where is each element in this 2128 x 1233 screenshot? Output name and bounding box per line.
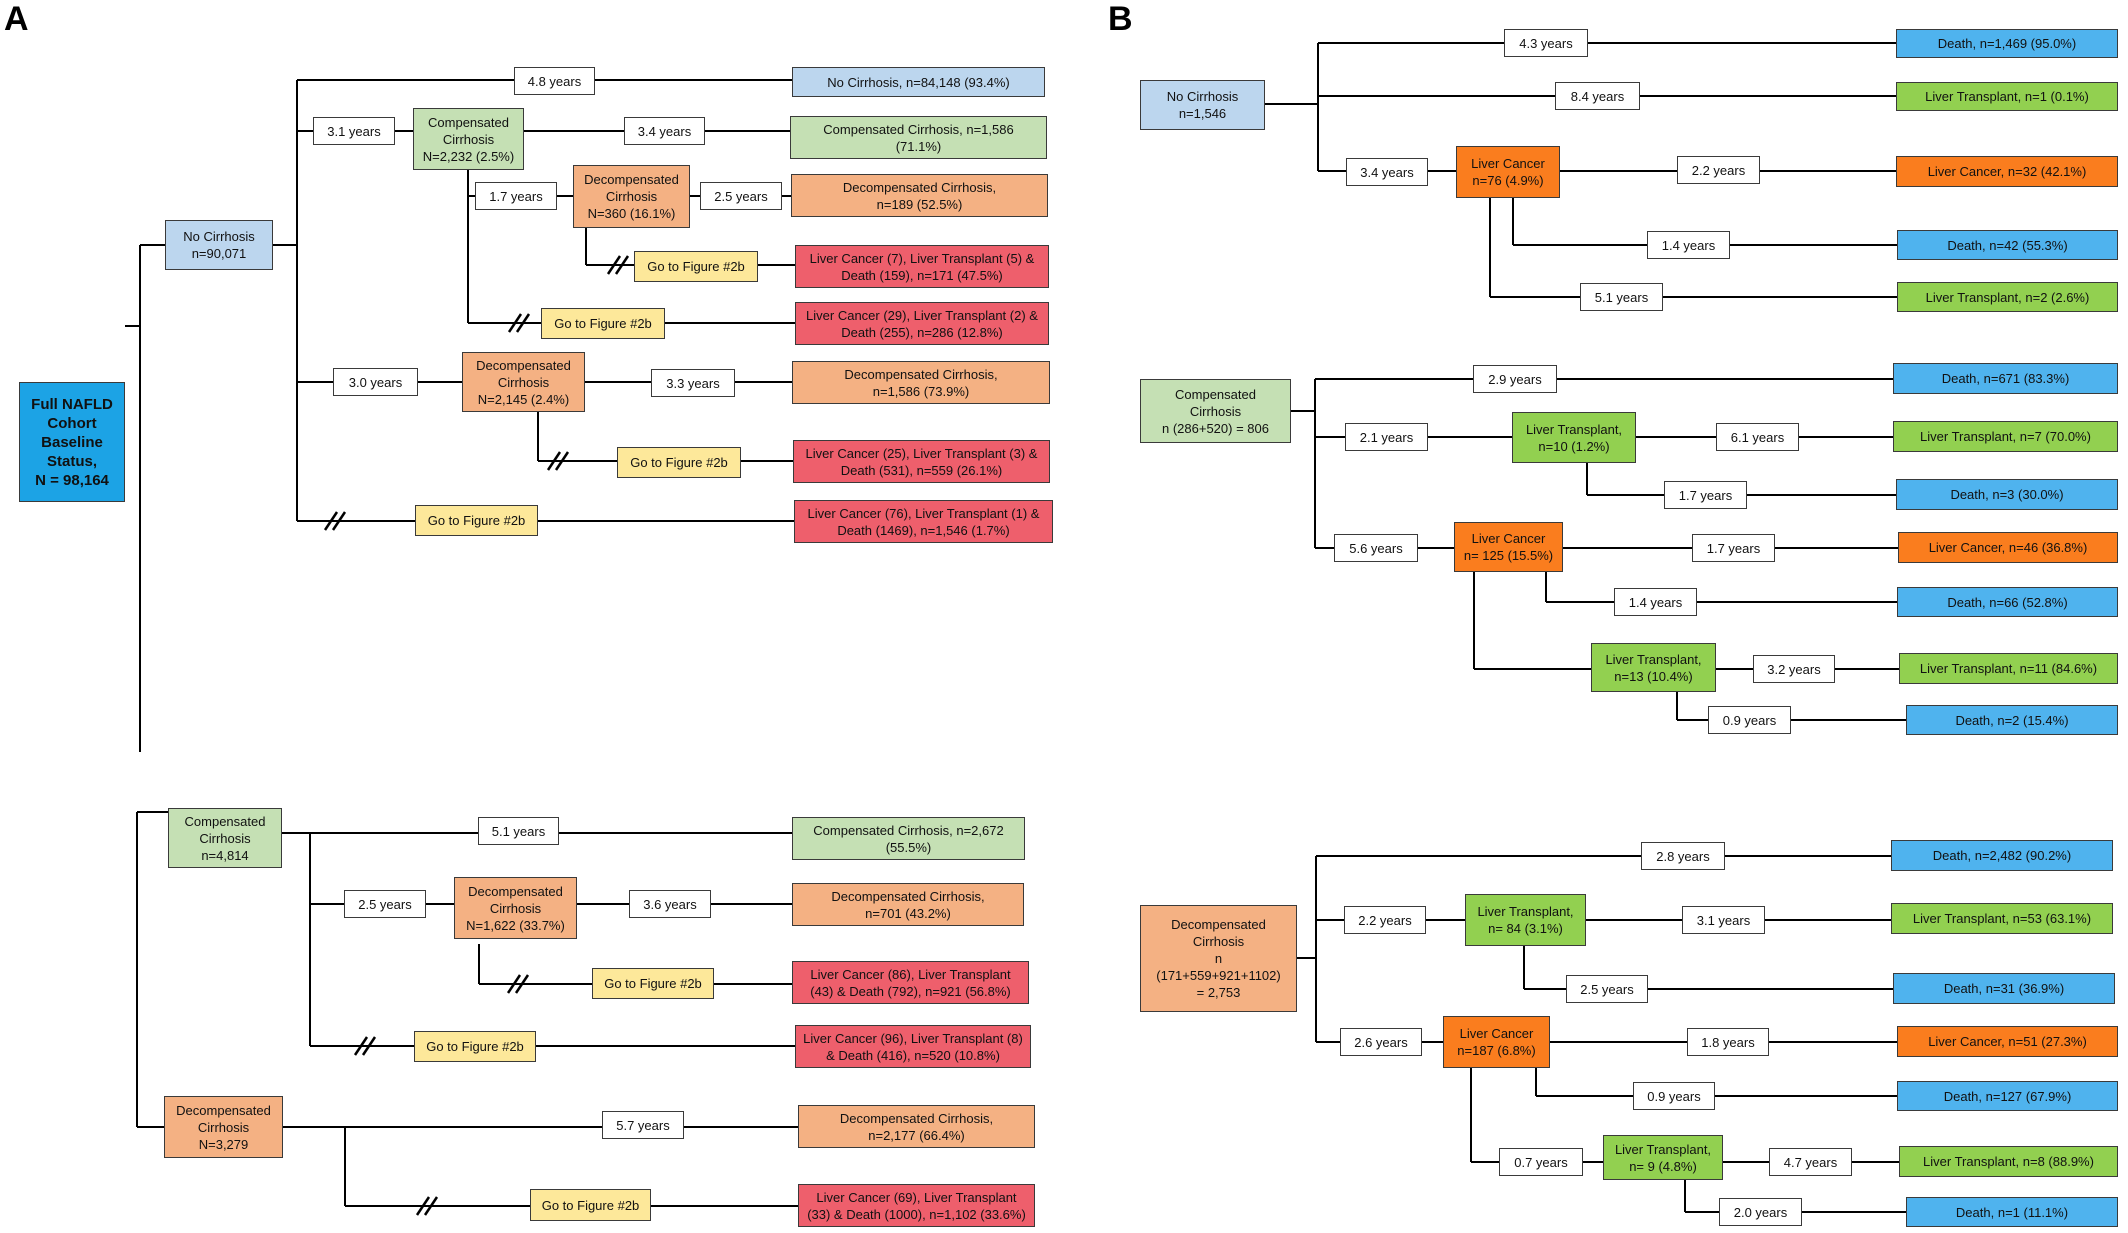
duration-label: 3.6 years <box>629 890 711 918</box>
duration-label: 5.6 years <box>1334 534 1418 562</box>
decompensated-cirrhosis-box: Decompensated Cirrhosis N=360 (16.1%) <box>573 165 690 228</box>
duration-label: 2.8 years <box>1641 842 1725 870</box>
duration-label: 2.5 years <box>344 890 426 918</box>
outcome-box: Decompensated Cirrhosis, n=1,586 (73.9%) <box>792 361 1050 404</box>
duration-label: 1.4 years <box>1647 231 1730 259</box>
no-cirrhosis-box: No Cirrhosis n=1,546 <box>1140 80 1265 130</box>
duration-label: 4.8 years <box>514 67 595 95</box>
outcome-box: No Cirrhosis, n=84,148 (93.4%) <box>792 67 1045 97</box>
outcome-box: Liver Transplant, n=53 (63.1%) <box>1891 903 2113 934</box>
duration-label: 3.3 years <box>651 369 735 397</box>
liver-transplant-box: Liver Transplant, n=13 (10.4%) <box>1591 643 1716 692</box>
duration-label: 3.4 years <box>1346 158 1428 186</box>
outcome-box: Death, n=31 (36.9%) <box>1893 973 2115 1004</box>
compensated-cirrhosis-box: Compensated Cirrhosis N=2,232 (2.5%) <box>413 108 524 170</box>
duration-label: 1.7 years <box>1664 481 1747 509</box>
decompensated-cirrhosis-box: Decompensated Cirrhosis n (171+559+921+1… <box>1140 905 1297 1012</box>
decompensated-cirrhosis-box: Decompensated Cirrhosis N=2,145 (2.4%) <box>462 352 585 412</box>
panel-a-label: A <box>4 0 29 38</box>
decompensated-cirrhosis-box: Decompensated Cirrhosis N=3,279 <box>164 1096 283 1158</box>
outcome-box: Decompensated Cirrhosis, n=701 (43.2%) <box>792 883 1024 926</box>
duration-label: 3.0 years <box>333 368 418 396</box>
duration-label: 5.1 years <box>1580 283 1663 311</box>
outcome-box: Liver Transplant, n=8 (88.9%) <box>1899 1146 2118 1177</box>
duration-label: 2.5 years <box>700 182 782 210</box>
outcome-box: Death, n=1,469 (95.0%) <box>1896 29 2118 58</box>
outcome-box: Death, n=2 (15.4%) <box>1906 705 2118 735</box>
break-marks <box>323 255 630 1216</box>
duration-label: 6.1 years <box>1716 423 1799 451</box>
outcome-box: Compensated Cirrhosis, n=1,586 (71.1%) <box>790 116 1047 159</box>
duration-label: 5.1 years <box>478 817 559 845</box>
liver-cancer-box: Liver Cancer n=187 (6.8%) <box>1443 1016 1550 1068</box>
outcome-box: Liver Transplant, n=1 (0.1%) <box>1896 82 2118 111</box>
outcome-box: Death, n=3 (30.0%) <box>1896 479 2118 510</box>
duration-label: 3.4 years <box>624 117 705 145</box>
outcome-box: Liver Cancer, n=51 (27.3%) <box>1897 1026 2118 1057</box>
liver-transplant-box: Liver Transplant, n= 9 (4.8%) <box>1603 1135 1723 1180</box>
outcome-box: Compensated Cirrhosis, n=2,672 (55.5%) <box>792 817 1025 860</box>
outcome-box: Liver Cancer (86), Liver Transplant (43)… <box>792 961 1029 1004</box>
duration-label: 0.9 years <box>1708 706 1791 734</box>
outcome-box: Liver Transplant, n=2 (2.6%) <box>1897 282 2118 312</box>
duration-label: 2.9 years <box>1473 365 1557 393</box>
outcome-box: Liver Cancer, n=32 (42.1%) <box>1896 156 2118 187</box>
duration-label: 1.8 years <box>1687 1028 1769 1056</box>
duration-label: 2.5 years <box>1566 975 1648 1003</box>
outcome-box: Liver Cancer (25), Liver Transplant (3) … <box>793 440 1050 483</box>
compensated-cirrhosis-box: Compensated Cirrhosis n=4,814 <box>168 808 282 868</box>
go-to-figure-2b-box: Go to Figure #2b <box>530 1189 651 1221</box>
compensated-cirrhosis-box: Compensated Cirrhosis n (286+520) = 806 <box>1140 379 1291 443</box>
duration-label: 0.7 years <box>1499 1148 1583 1176</box>
duration-label: 3.2 years <box>1753 655 1835 683</box>
panel-b-label: B <box>1108 0 1133 38</box>
outcome-box: Death, n=2,482 (90.2%) <box>1891 840 2113 871</box>
duration-label: 2.2 years <box>1677 156 1760 184</box>
duration-label: 4.7 years <box>1769 1148 1852 1176</box>
duration-label: 8.4 years <box>1555 82 1640 110</box>
outcome-box: Death, n=42 (55.3%) <box>1897 230 2118 260</box>
go-to-figure-2b-box: Go to Figure #2b <box>415 505 538 536</box>
go-to-figure-2b-box: Go to Figure #2b <box>617 447 741 478</box>
duration-label: 1.7 years <box>1692 534 1775 562</box>
duration-label: 2.1 years <box>1345 423 1428 451</box>
no-cirrhosis-box: No Cirrhosis n=90,071 <box>165 220 273 270</box>
outcome-box: Decompensated Cirrhosis, n=2,177 (66.4%) <box>798 1105 1035 1148</box>
outcome-box: Liver Transplant, n=7 (70.0%) <box>1893 421 2118 452</box>
duration-label: 3.1 years <box>1682 906 1765 934</box>
duration-label: 3.1 years <box>313 117 395 145</box>
decompensated-cirrhosis-box: Decompensated Cirrhosis N=1,622 (33.7%) <box>454 877 577 939</box>
duration-label: 4.3 years <box>1504 29 1588 57</box>
go-to-figure-2b-box: Go to Figure #2b <box>541 308 665 339</box>
outcome-box: Liver Cancer (76), Liver Transplant (1) … <box>794 500 1053 543</box>
duration-label: 2.6 years <box>1340 1028 1422 1056</box>
outcome-box: Liver Transplant, n=11 (84.6%) <box>1899 653 2118 684</box>
go-to-figure-2b-box: Go to Figure #2b <box>592 968 714 999</box>
go-to-figure-2b-box: Go to Figure #2b <box>414 1031 536 1062</box>
root-cohort-box: Full NAFLD Cohort Baseline Status, N = 9… <box>19 382 125 502</box>
outcome-box: Death, n=671 (83.3%) <box>1893 363 2118 394</box>
outcome-box: Liver Cancer, n=46 (36.8%) <box>1898 532 2118 563</box>
outcome-box: Liver Cancer (7), Liver Transplant (5) &… <box>795 245 1049 288</box>
duration-label: 5.7 years <box>602 1111 684 1139</box>
duration-label: 0.9 years <box>1633 1082 1715 1110</box>
outcome-box: Death, n=127 (67.9%) <box>1897 1081 2118 1111</box>
outcome-box: Liver Cancer (29), Liver Transplant (2) … <box>795 302 1049 345</box>
outcome-box: Death, n=1 (11.1%) <box>1906 1197 2118 1227</box>
duration-label: 1.4 years <box>1614 588 1697 616</box>
liver-transplant-box: Liver Transplant, n= 84 (3.1%) <box>1465 894 1586 946</box>
outcome-box: Death, n=66 (52.8%) <box>1897 587 2118 617</box>
duration-label: 2.2 years <box>1344 906 1426 934</box>
duration-label: 2.0 years <box>1719 1198 1802 1226</box>
go-to-figure-2b-box: Go to Figure #2b <box>634 251 758 282</box>
outcome-box: Liver Cancer (69), Liver Transplant (33)… <box>798 1184 1035 1227</box>
duration-label: 1.7 years <box>475 182 557 210</box>
liver-cancer-box: Liver Cancer n= 125 (15.5%) <box>1454 522 1563 572</box>
liver-transplant-box: Liver Transplant, n=10 (1.2%) <box>1512 412 1636 463</box>
liver-cancer-box: Liver Cancer n=76 (4.9%) <box>1456 146 1560 198</box>
outcome-box: Decompensated Cirrhosis, n=189 (52.5%) <box>791 174 1048 217</box>
outcome-box: Liver Cancer (96), Liver Transplant (8) … <box>795 1025 1031 1068</box>
